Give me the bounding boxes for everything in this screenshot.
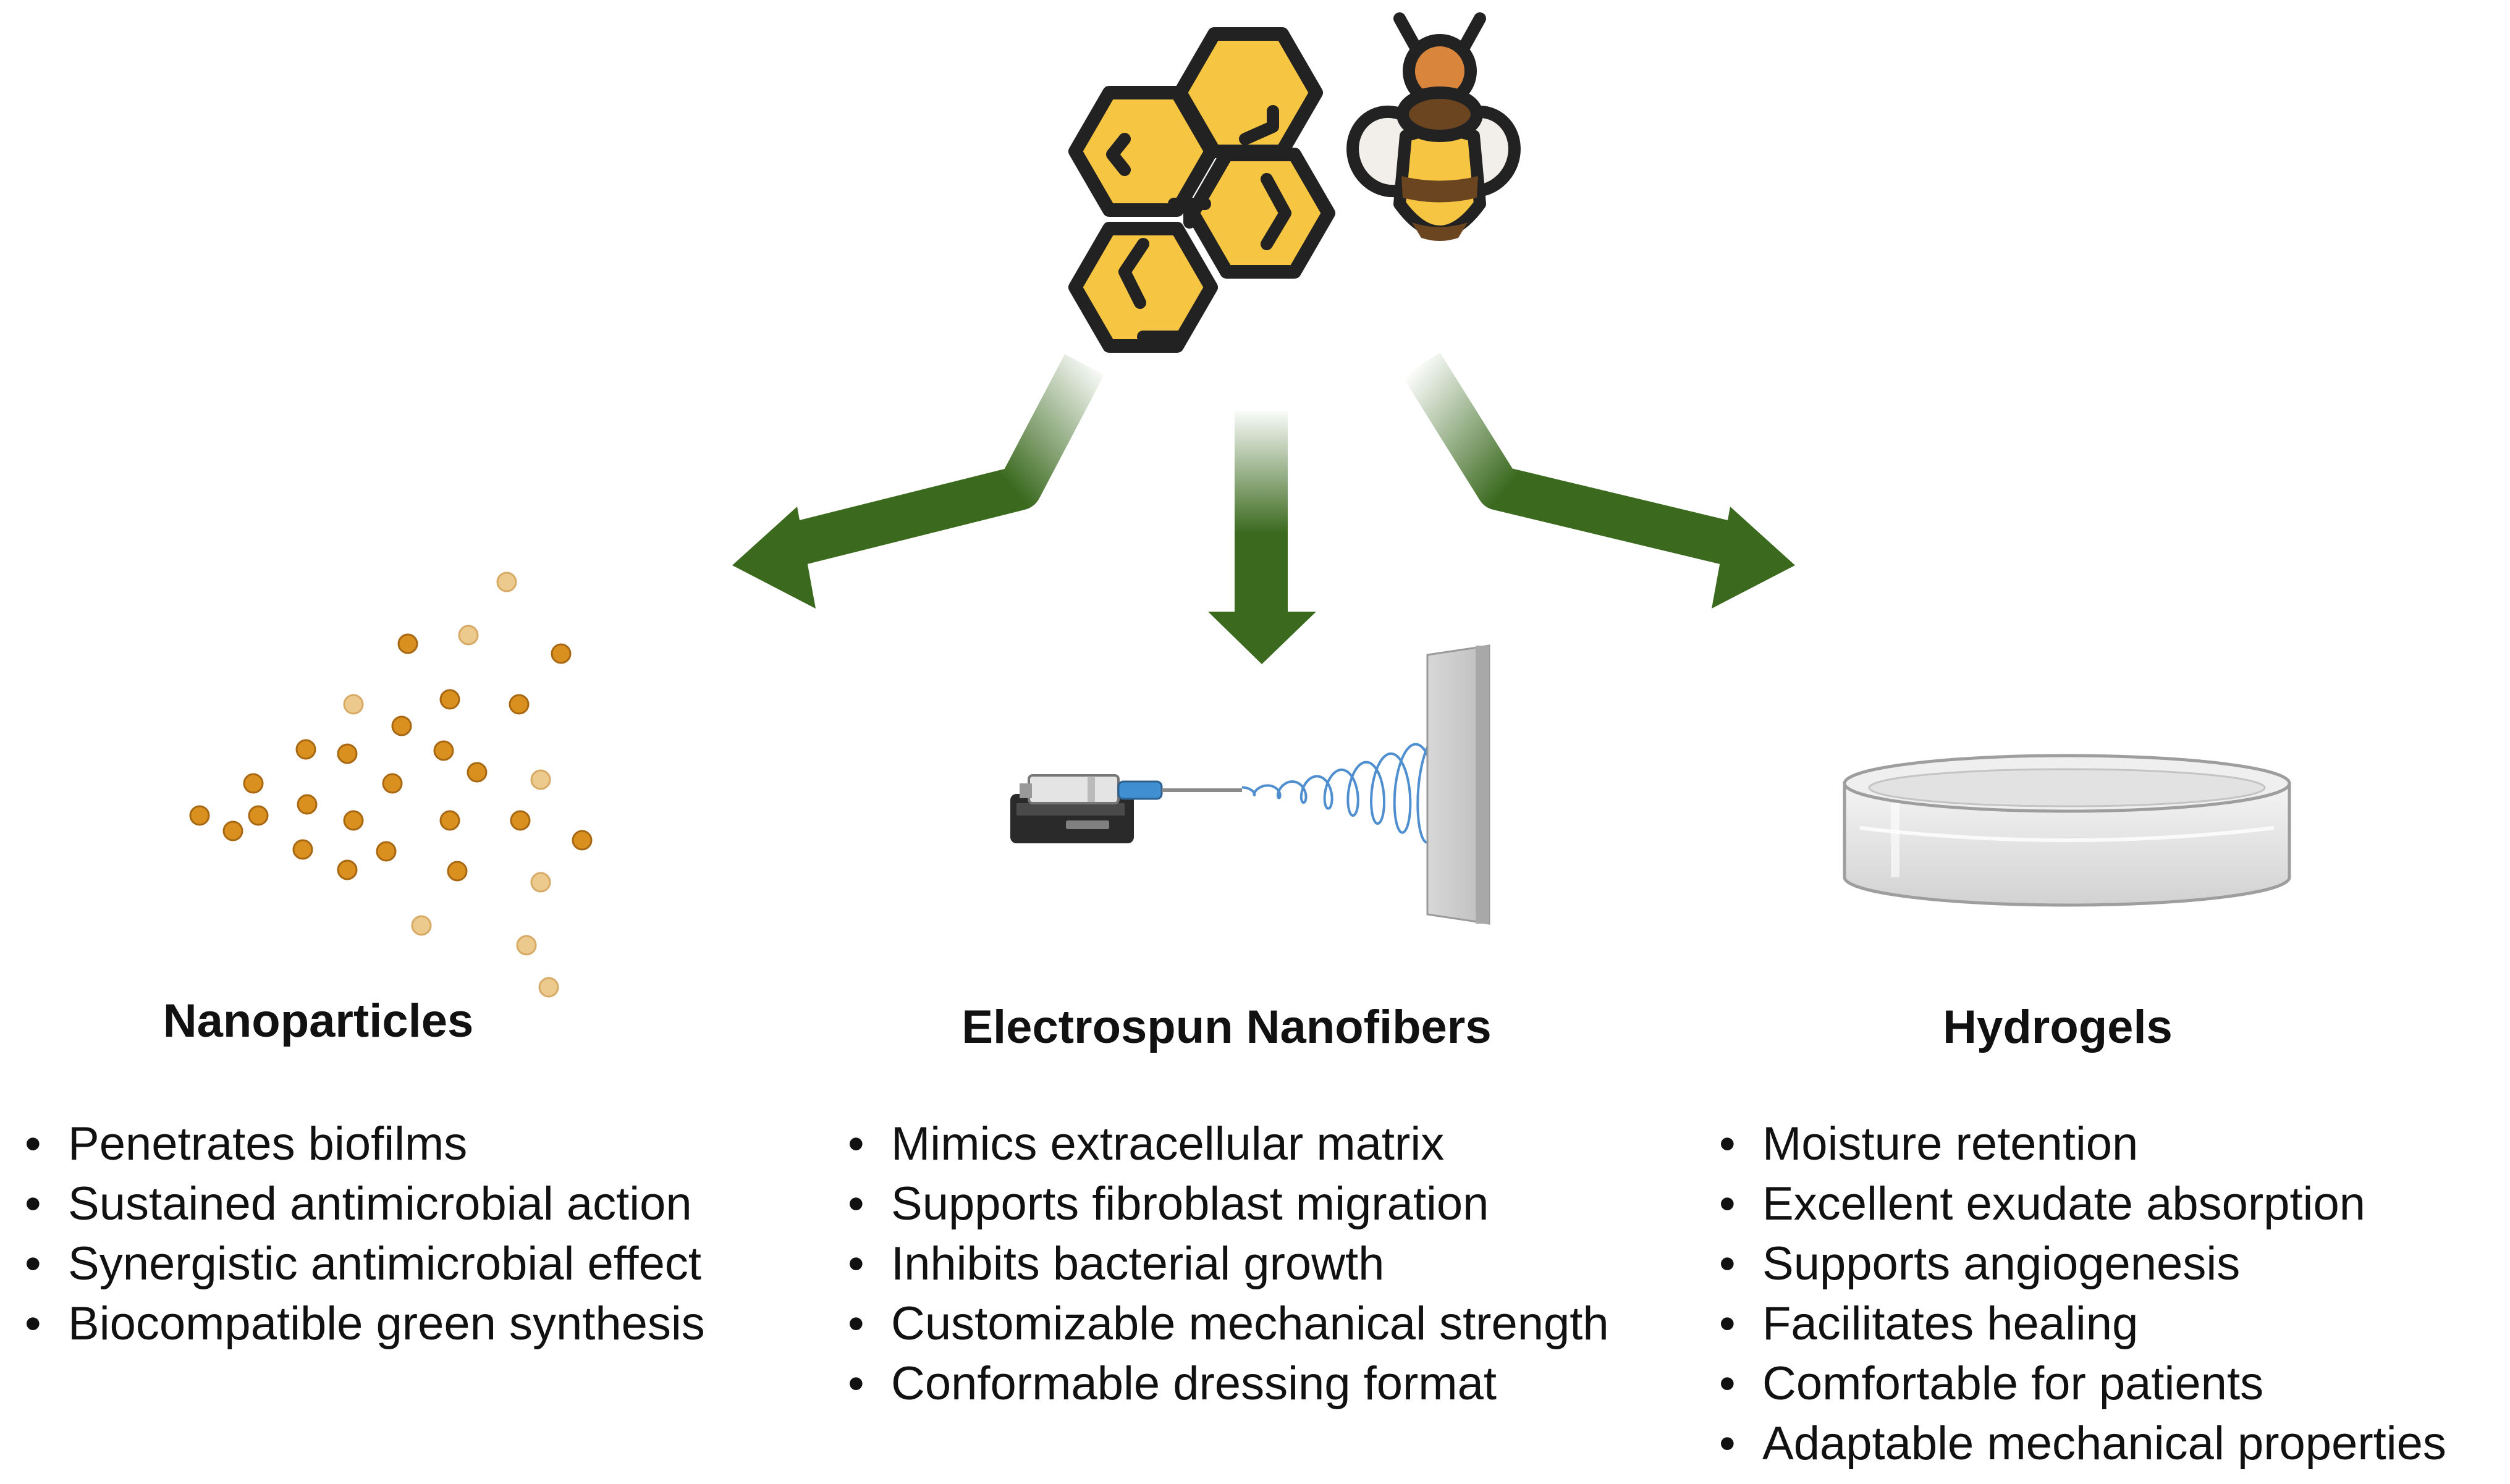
list-item: Sustained antimicrobial action [17, 1174, 705, 1234]
list-item: Comfortable for patients [1712, 1354, 2446, 1414]
electrospun-nanofibers-title: Electrospun Nanofibers [961, 1001, 1492, 1053]
list-item: Supports angiogenesis [1712, 1234, 2446, 1294]
list-item: Supports fibroblast migration [840, 1174, 1609, 1234]
list-item: Inhibits bacterial growth [840, 1234, 1609, 1294]
list-item: Moisture retention [1712, 1114, 2446, 1174]
list-item: Mimics extracellular matrix [840, 1114, 1609, 1174]
bee-icon [1346, 12, 1521, 241]
list-item: Customizable mechanical strength [840, 1294, 1609, 1354]
nanoparticles-list: Penetrates biofilms Sustained antimicrob… [17, 1114, 705, 1354]
list-item: Biocompatible green synthesis [17, 1294, 705, 1354]
arrow-to-nanoparticles [732, 354, 1104, 609]
nanoparticles-icon [189, 571, 593, 998]
arrow-to-hydrogels [1402, 352, 1795, 609]
list-item: Excellent exudate absorption [1712, 1174, 2446, 1234]
petri-dish-icon [1843, 754, 2291, 907]
list-item: Penetrates biofilms [17, 1114, 705, 1174]
arrow-to-nanofibers [1208, 411, 1316, 664]
electrospun-nanofibers-list: Mimics extracellular matrix Supports fib… [840, 1114, 1609, 1414]
list-item: Conformable dressing format [840, 1354, 1609, 1414]
hydrogels-list: Moisture retention Excellent exudate abs… [1712, 1114, 2446, 1473]
nanoparticles-title: Nanoparticles [163, 995, 474, 1047]
electrospinning-setup-icon [1010, 644, 1490, 925]
list-item: Facilitates healing [1712, 1294, 2446, 1354]
hydrogels-title: Hydrogels [1943, 1001, 2173, 1053]
list-item: Synergistic antimicrobial effect [17, 1234, 705, 1294]
list-item: Adaptable mechanical properties [1712, 1414, 2446, 1473]
honeycomb-icon [1068, 27, 1335, 353]
